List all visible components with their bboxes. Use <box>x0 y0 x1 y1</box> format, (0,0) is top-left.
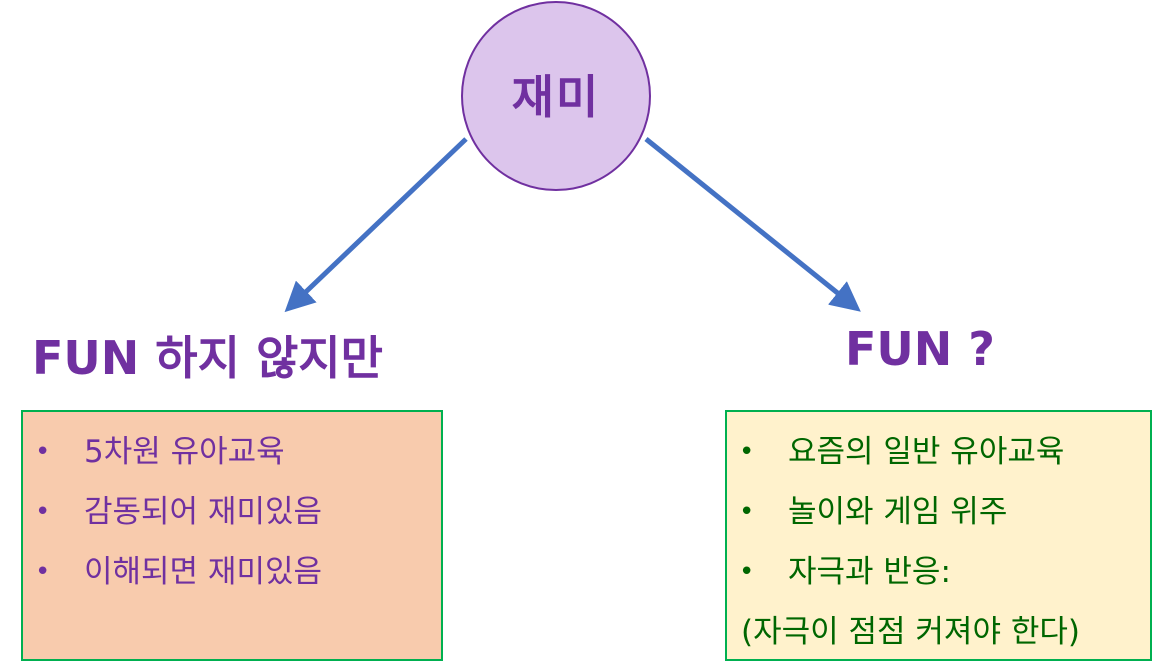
right-heading: FUN ? <box>845 322 995 376</box>
list-item: • 자극과 반응: <box>727 552 1150 612</box>
list-item: • 이해되면 재미있음 <box>23 552 441 612</box>
left-heading: FUN 하지 않지만 <box>32 331 383 385</box>
bullet-icon: • <box>35 557 51 587</box>
list-item-text: 5차원 유아교육 <box>84 434 285 470</box>
list-item-text: 요즘의 일반 유아교육 <box>788 434 1065 470</box>
list-item-text: 감동되어 재미있음 <box>84 494 323 530</box>
bullet-icon: • <box>35 437 51 467</box>
center-circle: 재미 <box>461 1 651 191</box>
list-item: • 감동되어 재미있음 <box>23 492 441 552</box>
list-item: • 놀이와 게임 위주 <box>727 492 1150 552</box>
list-item-text: 자극과 반응: <box>788 554 951 590</box>
bullet-icon: • <box>739 557 755 587</box>
right-list: • 요즘의 일반 유아교육 • 놀이와 게임 위주 • 자극과 반응: <box>727 412 1150 612</box>
arrow-right <box>644 137 861 312</box>
bullet-icon: • <box>739 437 755 467</box>
right-box: • 요즘의 일반 유아교육 • 놀이와 게임 위주 • 자극과 반응: (자극이… <box>725 410 1152 661</box>
list-item-text: 놀이와 게임 위주 <box>788 494 1008 530</box>
bullet-icon: • <box>739 497 755 527</box>
bullet-icon: • <box>35 497 51 527</box>
center-label: 재미 <box>511 70 601 124</box>
right-note: (자극이 점점 커져야 한다) <box>741 614 1080 650</box>
left-box: • 5차원 유아교육 • 감동되어 재미있음 • 이해되면 재미있음 <box>21 410 443 661</box>
list-item-text: 이해되면 재미있음 <box>84 554 323 590</box>
list-item: • 요즘의 일반 유아교육 <box>727 432 1150 492</box>
left-list: • 5차원 유아교육 • 감동되어 재미있음 • 이해되면 재미있음 <box>23 412 441 612</box>
arrow-left <box>284 137 468 313</box>
list-item: • 5차원 유아교육 <box>23 432 441 492</box>
